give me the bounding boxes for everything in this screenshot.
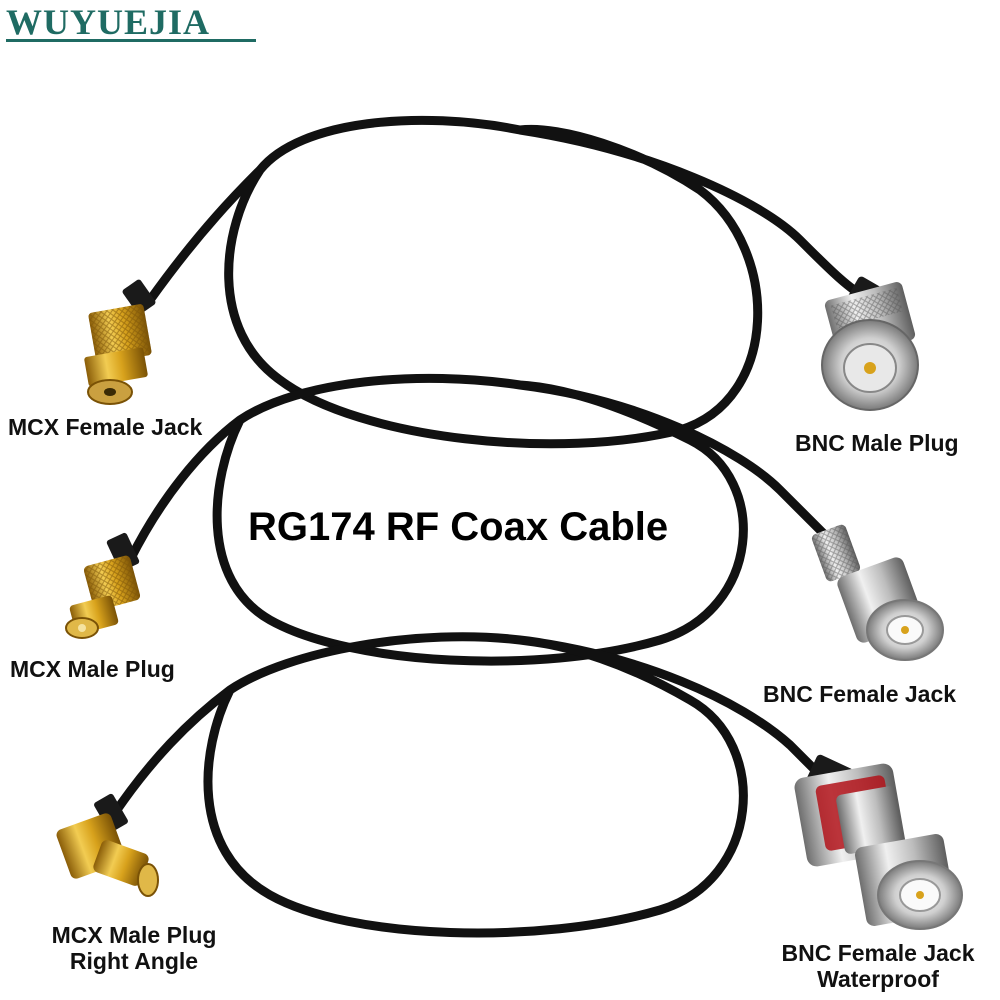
- label-bnc-female-jack-waterproof: BNC Female Jack Waterproof: [760, 940, 996, 992]
- mcx-male-plug-connector: [65, 532, 141, 639]
- label-line: BNC Female Jack: [781, 940, 975, 966]
- label-mcx-male-plug: MCX Male Plug: [10, 656, 175, 682]
- label-line: MCX Male Plug: [51, 922, 217, 948]
- bnc-male-plug-connector: [821, 276, 919, 411]
- label-line: Waterproof: [817, 966, 939, 992]
- mcx-female-jack-connector: [84, 279, 156, 405]
- cable-1: [145, 115, 875, 449]
- brand-underline: [6, 39, 256, 42]
- label-mcx-male-plug-right-angle: MCX Male Plug Right Angle: [24, 922, 244, 974]
- label-bnc-male-plug: BNC Male Plug: [795, 430, 959, 456]
- label-bnc-female-jack: BNC Female Jack: [763, 681, 957, 707]
- cable-3-loop: [105, 632, 835, 938]
- label-line: Right Angle: [69, 948, 199, 974]
- mcx-right-angle-plug-connector: [56, 793, 159, 897]
- cable-3: [105, 632, 835, 938]
- product-headline: RG174 RF Coax Cable: [248, 505, 669, 549]
- bnc-female-jack-connector: [811, 524, 944, 661]
- cable-2: [125, 373, 840, 666]
- bnc-waterproof-jack-connector: [794, 754, 963, 930]
- brand-logo: WUYUEJIA: [6, 2, 211, 42]
- cable-1-loop: [145, 115, 875, 449]
- label-mcx-female-jack: MCX Female Jack: [8, 414, 203, 440]
- cable-2-loop: [125, 373, 840, 666]
